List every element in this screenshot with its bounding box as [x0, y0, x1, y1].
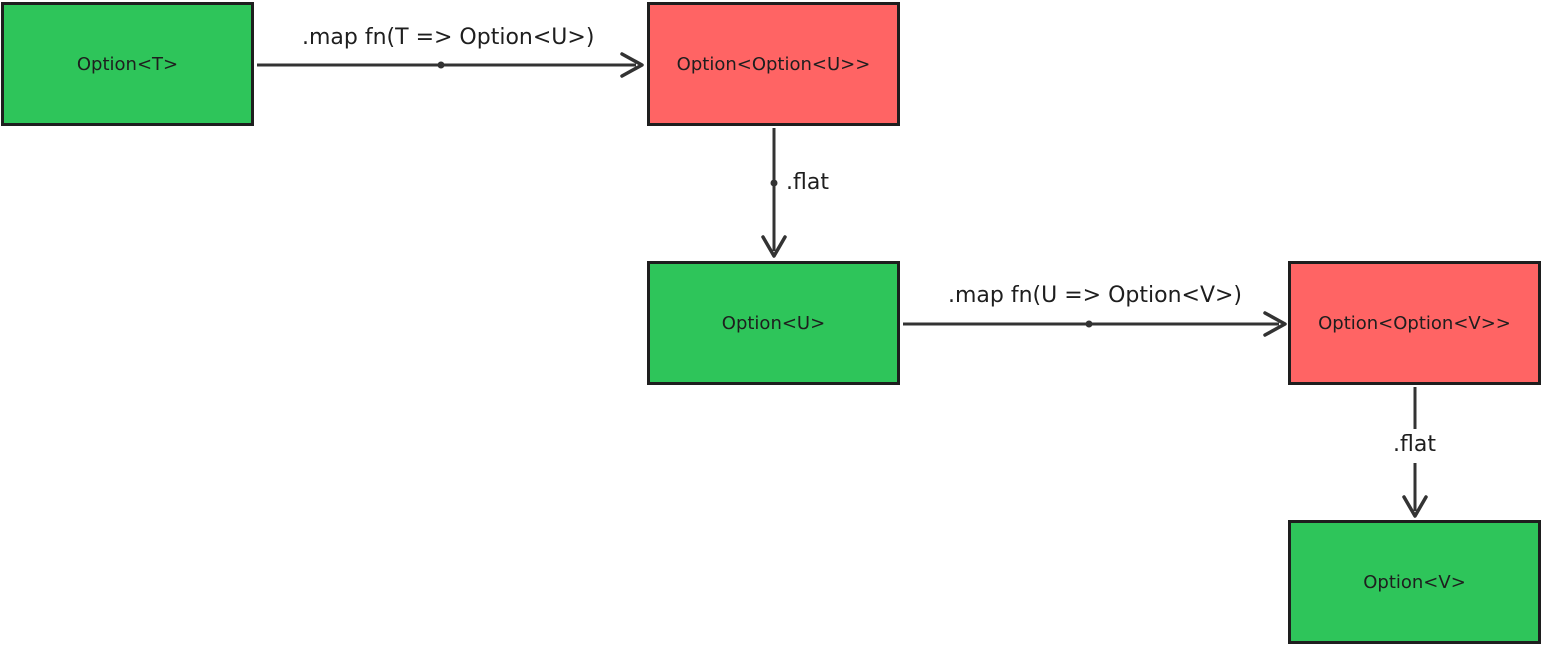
- edge-flat-u: [761, 128, 787, 258]
- node-label: Option<T>: [76, 53, 179, 75]
- arrowhead-icon: [620, 52, 644, 78]
- edge-label-map-u-to-v: .map fn(U => Option<V>): [948, 283, 1243, 308]
- node-label: Option<Option<U>>: [676, 53, 871, 75]
- midpoint-handle: [770, 179, 778, 187]
- edge-map-u-to-v: [903, 311, 1287, 337]
- node-label: Option<V>: [1363, 571, 1466, 593]
- node-option-t[interactable]: Option<T>: [1, 2, 254, 126]
- edge-label-map-t-to-u: .map fn(T => Option<U>): [302, 25, 595, 50]
- node-option-option-u[interactable]: Option<Option<U>>: [647, 2, 900, 126]
- node-label: Option<Option<V>>: [1318, 312, 1511, 334]
- node-label: Option<U>: [721, 312, 826, 334]
- edge-flat-v: [1402, 387, 1428, 518]
- node-option-option-v[interactable]: Option<Option<V>>: [1288, 261, 1541, 385]
- midpoint-handle: [1085, 320, 1093, 328]
- node-option-v[interactable]: Option<V>: [1288, 520, 1541, 644]
- arrowhead-icon: [1263, 311, 1287, 337]
- edge-map-t-to-u: [257, 52, 644, 78]
- arrowhead-icon: [1402, 495, 1428, 518]
- edge-label-flat-u: .flat: [786, 170, 829, 195]
- edge-label-flat-v: .flat: [1393, 432, 1436, 457]
- node-option-u[interactable]: Option<U>: [647, 261, 900, 385]
- midpoint-handle: [437, 61, 445, 69]
- arrowhead-icon: [761, 235, 787, 258]
